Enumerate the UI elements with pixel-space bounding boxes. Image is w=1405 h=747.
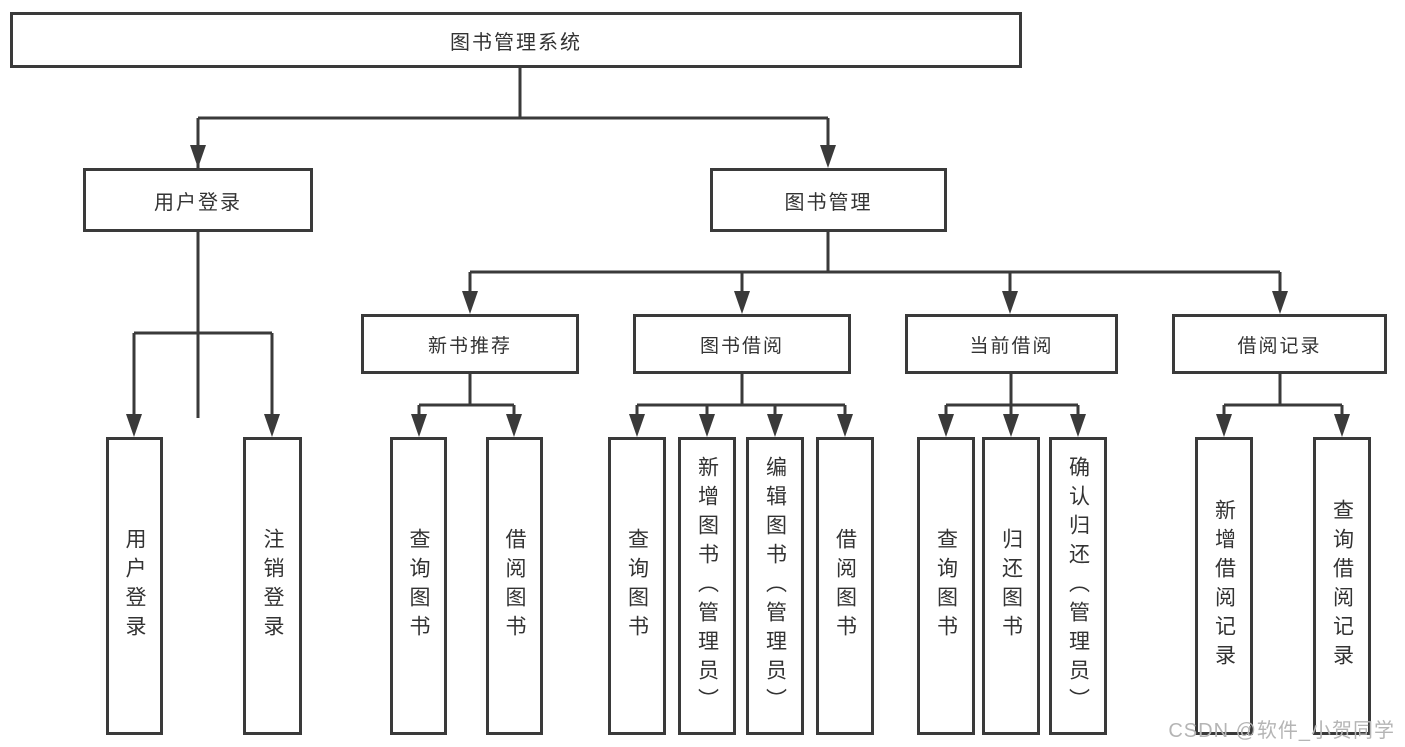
leaf-label: 编辑图书（管理员） [763, 455, 787, 717]
connector-line [132, 232, 274, 418]
arrowhead [820, 145, 836, 168]
leaf-label: 确认归还（管理员） [1066, 455, 1090, 717]
leaf-borrow-books: 借阅图书 [816, 437, 874, 735]
arrowhead [190, 145, 206, 168]
node-label: 新书推荐 [427, 335, 512, 357]
leaf-query-books-recommend: 查询图书 [390, 437, 447, 735]
leaf-edit-books-admin: 编辑图书（管理员） [746, 437, 804, 735]
node-root-label: 图书管理系统 [450, 31, 582, 54]
node-book-borrow: 图书借阅 [633, 314, 851, 374]
arrowhead [126, 414, 142, 437]
node-current-borrow: 当前借阅 [905, 314, 1118, 374]
connector-line [944, 374, 1080, 418]
leaf-add-books-admin: 新增图书（管理员） [678, 437, 736, 735]
connector-book-mgmt-groups [462, 232, 1288, 314]
leaf-logout: 注销登录 [243, 437, 302, 735]
node-label: 当前借阅 [969, 335, 1054, 357]
leaf-add-borrow-record: 新增借阅记录 [1195, 437, 1253, 735]
arrowhead [411, 414, 427, 437]
leaf-label: 新增图书（管理员） [695, 455, 719, 717]
node-user-login: 用户登录 [83, 168, 313, 232]
leaf-user-login: 用户登录 [106, 437, 163, 735]
arrowhead [1003, 414, 1019, 437]
arrowhead [462, 291, 478, 314]
node-user-login-label: 用户登录 [154, 191, 242, 214]
leaf-label: 归还图书 [999, 528, 1023, 644]
node-label: 图书借阅 [699, 335, 784, 357]
connector-line [635, 374, 847, 418]
leaf-label: 借阅图书 [503, 528, 526, 644]
leaf-label: 查询图书 [625, 528, 649, 644]
leaf-label: 借阅图书 [833, 528, 857, 644]
node-book-mgmt-label: 图书管理 [784, 191, 873, 214]
node-root: 图书管理系统 [10, 12, 1022, 68]
leaf-query-books-borrow: 查询图书 [608, 437, 666, 735]
connector-line [1222, 374, 1344, 418]
connector-new-book-children [411, 374, 522, 437]
connector-current-borrow-children [938, 374, 1086, 437]
arrowhead [767, 414, 783, 437]
leaf-query-books-current: 查询图书 [917, 437, 975, 735]
arrowhead [1216, 414, 1232, 437]
connector-borrow-records-children [1216, 374, 1350, 437]
leaf-label: 查询图书 [934, 528, 958, 644]
leaf-query-borrow-record: 查询借阅记录 [1313, 437, 1371, 735]
node-label: 借阅记录 [1237, 335, 1322, 357]
arrowhead [506, 414, 522, 437]
connector-line [417, 374, 516, 418]
node-book-mgmt: 图书管理 [710, 168, 947, 232]
connector-line [468, 232, 1282, 295]
arrowhead [734, 291, 750, 314]
arrowhead [629, 414, 645, 437]
node-new-book-recommend: 新书推荐 [361, 314, 579, 374]
leaf-label: 查询图书 [407, 528, 430, 644]
leaf-confirm-return-admin: 确认归还（管理员） [1049, 437, 1107, 735]
leaf-return-books: 归还图书 [982, 437, 1040, 735]
connector-book-borrow-children [629, 374, 853, 437]
arrowhead [1272, 291, 1288, 314]
arrowhead [1070, 414, 1086, 437]
leaf-label: 新增借阅记录 [1212, 499, 1236, 673]
node-borrow-records: 借阅记录 [1172, 314, 1387, 374]
csdn-watermark: CSDN @软件_小贺同学 [1168, 720, 1395, 742]
leaf-label: 注销登录 [261, 528, 284, 644]
leaf-label: 查询借阅记录 [1330, 499, 1354, 673]
arrowhead [264, 414, 280, 437]
arrowhead [837, 414, 853, 437]
arrowhead [1334, 414, 1350, 437]
arrowhead [938, 414, 954, 437]
arrowhead [699, 414, 715, 437]
arrowhead [1002, 291, 1018, 314]
leaf-borrow-books-recommend: 借阅图书 [486, 437, 543, 735]
connector-user-login-children [126, 232, 280, 437]
leaf-label: 用户登录 [123, 528, 146, 644]
